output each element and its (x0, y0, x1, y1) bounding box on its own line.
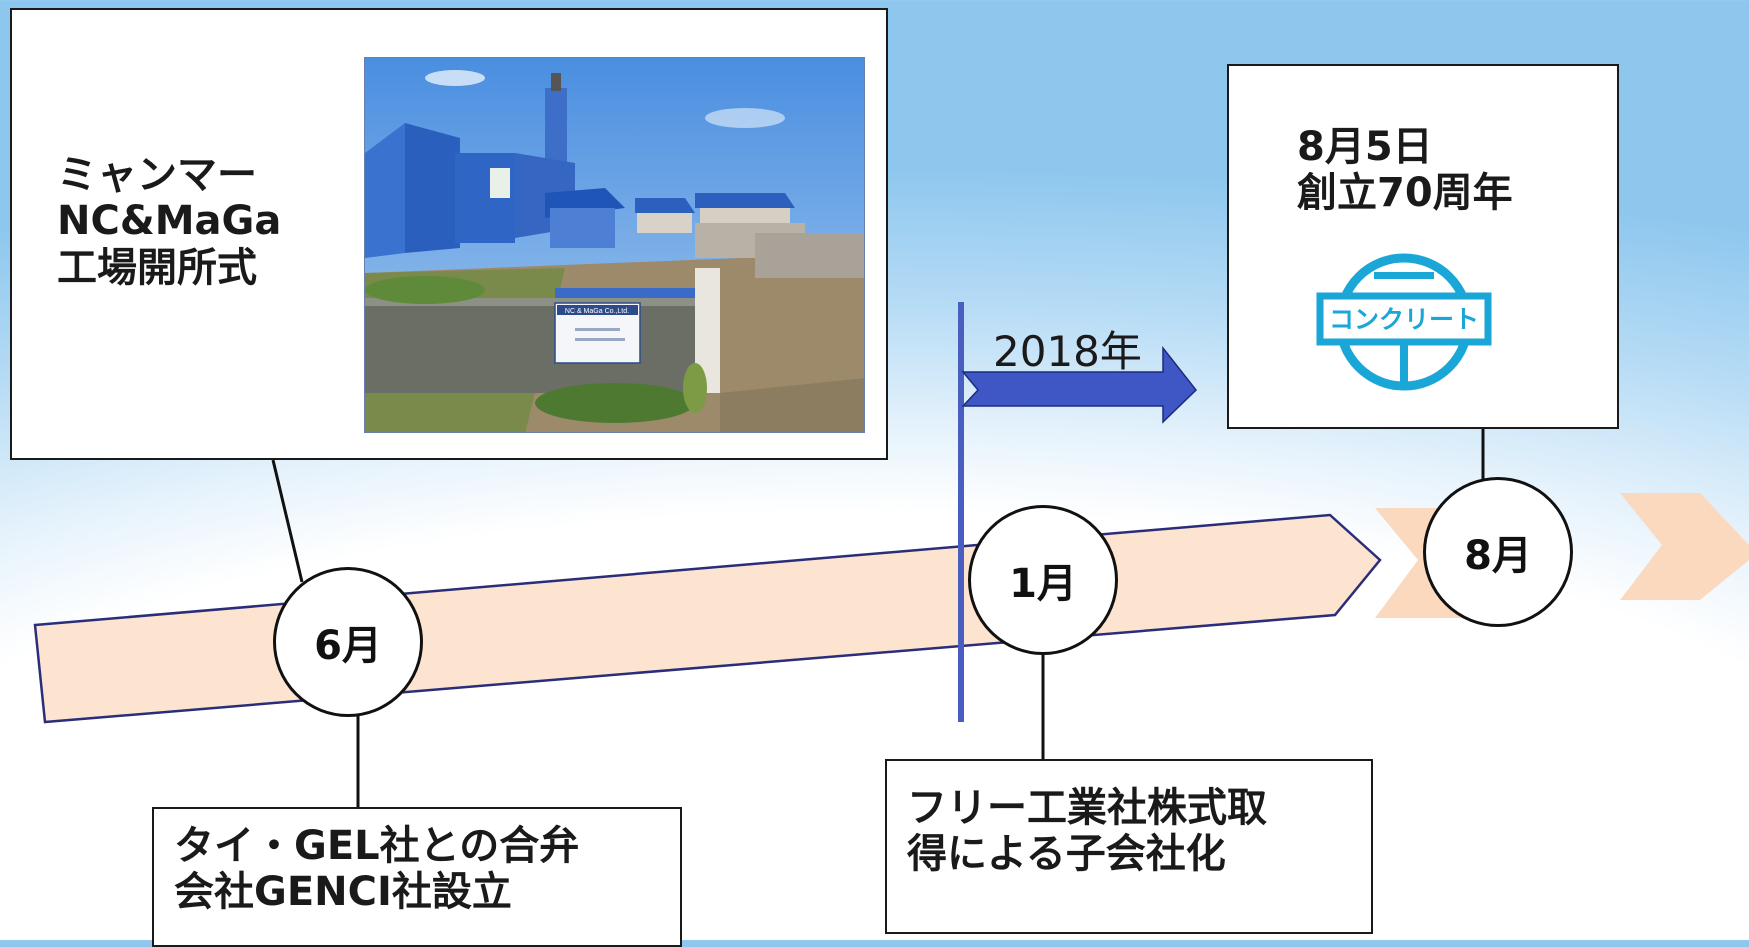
month-marker-jun: 6月 (273, 567, 423, 717)
month-marker-aug: 8月 (1423, 477, 1573, 627)
event-aug-title: 8月5日 創立70周年 (1297, 124, 1513, 217)
event-aug-title-line-1: 8月5日 (1297, 124, 1433, 170)
event-jun-title-line-3: 工場開所式 (57, 244, 257, 291)
event-jan-note-line-1: フリー工業社株式取 (907, 785, 1267, 831)
concrete-logo: コンクリート (1314, 246, 1494, 396)
event-jan-note: フリー工業社株式取 得による子会社化 (907, 785, 1267, 878)
year-arrow (961, 345, 1198, 424)
event-aug-title-line-2: 創立70周年 (1297, 170, 1513, 217)
concrete-logo-text: コンクリート (1329, 305, 1479, 334)
future-chevron-2 (1620, 493, 1749, 600)
year-label: 2018年 (993, 327, 1142, 376)
event-jun-bottom-box: タイ・GEL社との合弁 会社GENCI社設立 (152, 807, 682, 947)
month-marker-jan: 1月 (968, 505, 1118, 655)
event-jun-top-box: ミャンマー NC&MaGa 工場開所式 (10, 8, 888, 460)
event-jun-note-line-2: 会社GENCI社設立 (174, 869, 512, 916)
event-jun-title-line-2: NC&MaGa (57, 198, 282, 245)
event-jun-note: タイ・GEL社との合弁 会社GENCI社設立 (174, 823, 579, 916)
event-jun-title: ミャンマー NC&MaGa 工場開所式 (57, 152, 281, 291)
event-aug-top-box: 8月5日 創立70周年 コンクリート (1227, 64, 1619, 429)
connector-jun-top (271, 459, 304, 583)
timeline-arrow (33, 513, 1382, 724)
factory-photo: NC & MaGa Co.,Ltd. (364, 57, 865, 433)
factory-sign-text: NC & MaGa Co.,Ltd. (565, 308, 629, 315)
event-jun-title-line-1: ミャンマー (57, 152, 257, 198)
event-jan-note-line-2: 得による子会社化 (907, 831, 1226, 878)
event-jan-bottom-box: フリー工業社株式取 得による子会社化 (885, 759, 1373, 934)
event-jun-note-line-1: タイ・GEL社との合弁 (174, 823, 580, 869)
